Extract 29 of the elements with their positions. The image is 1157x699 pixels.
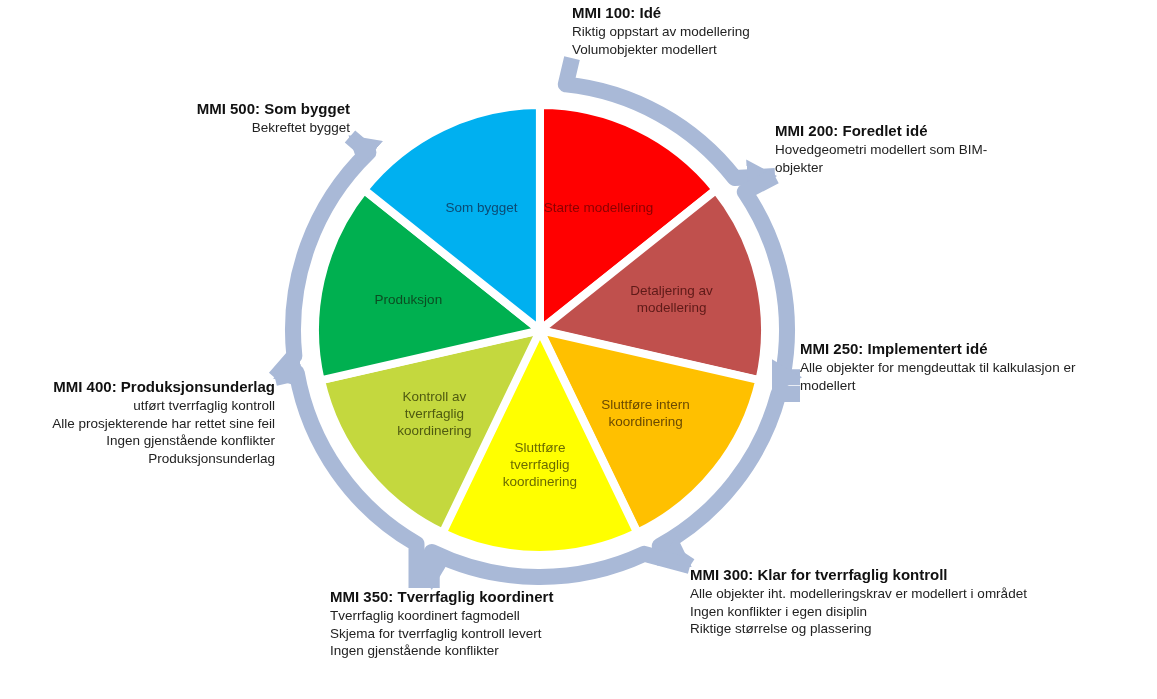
milestone-text: utført tverrfaglig kontroll <box>132 397 275 415</box>
milestone-text: Alle objekter for mengdeuttak til kalkulasjon er modellert <box>800 359 1077 395</box>
milestone-heading: MMI 200: Foredlet idé <box>775 122 929 139</box>
segment-label: Detaljering av modellering <box>629 283 714 317</box>
milestone-text: Bekreftet bygget <box>250 119 350 137</box>
milestone-heading: MMI 500: Som bygget <box>195 100 350 117</box>
milestone-heading: MMI 250: Implementert idé <box>800 340 989 357</box>
milestone-heading: MMI 350: Tverrfaglig koordinert <box>330 588 555 605</box>
milestone-text: Alle objekter iht. modelleringskrav er modellert i området <box>690 585 1028 603</box>
milestone-text: Ingen konflikter i egen disiplin <box>690 602 869 621</box>
segment-label: Starte modellering <box>543 199 654 217</box>
milestone-text: Ingen gjenstående konflikter <box>330 642 500 660</box>
milestone-text: Tverrfaglig koordinert fagmodell <box>330 607 521 625</box>
milestone-text: Produksjonsunderlag <box>147 449 275 468</box>
milestone-text: Volumobjekter modellert <box>572 40 718 59</box>
milestone-text: Hovedgeometri modellert som BIM-objekter <box>775 141 989 177</box>
milestone-text: Alle prosjekterende har rettet sine feil <box>51 414 275 433</box>
milestone-heading: MMI 100: Idé <box>572 4 663 21</box>
segment-label: Sluttføre intern koordinering <box>600 397 691 432</box>
milestone-text: Skjema for tverrfaglig kontroll levert <box>330 624 543 643</box>
milestone-text: Riktig oppstart av modellering <box>572 23 751 41</box>
segment-label: Kontroll av tverrfaglig koordinering <box>396 388 473 440</box>
milestone-heading: MMI 400: Produksjonsunderlag <box>52 378 275 395</box>
milestone-heading: MMI 300: Klar for tverrfaglig kontroll <box>690 566 949 583</box>
milestone-text: Riktige størrelse og plassering <box>690 620 873 638</box>
segment-label: Sluttføre tverrfaglig koordinering <box>501 439 579 491</box>
segment-label: Produksjon <box>373 291 444 309</box>
segment-label: Som bygget <box>444 199 519 217</box>
milestone-text: Ingen gjenstående konflikter <box>105 432 275 450</box>
